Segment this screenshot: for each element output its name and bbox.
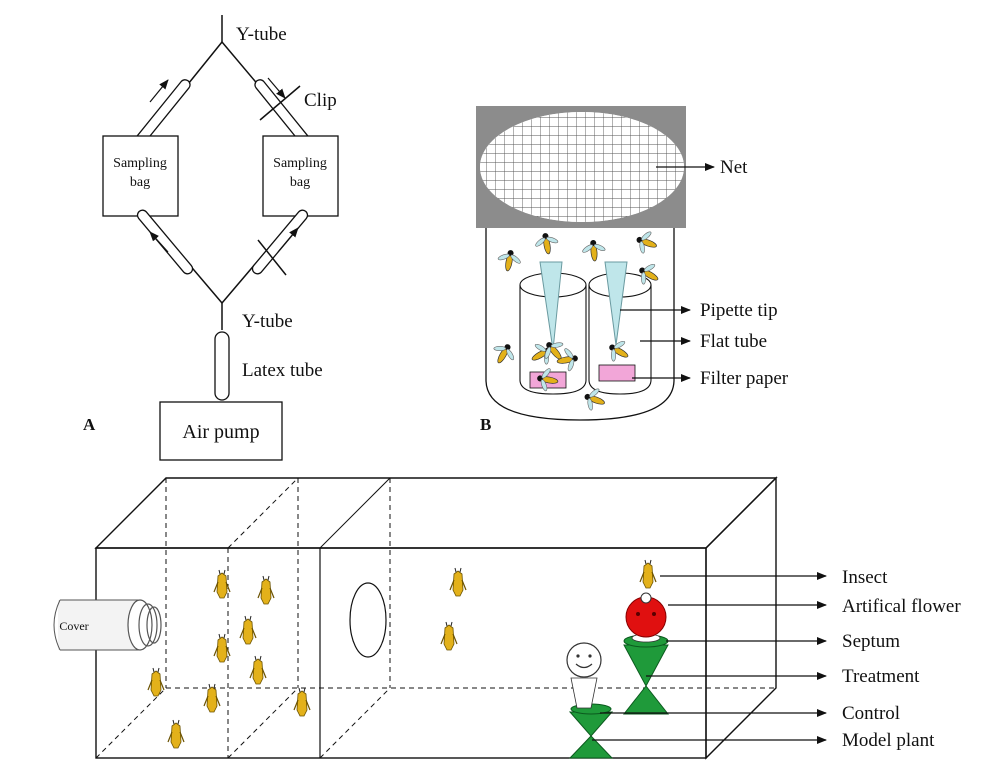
label-septum: Septum [842,631,900,652]
box-top [94,477,778,549]
label-bag-right-1: Sampling [273,156,327,171]
clip-icon [257,239,287,276]
insect-icon [449,567,467,597]
label-pipette-tip: Pipette tip [700,300,778,321]
box-front [95,547,707,759]
flow-arrow-icon [267,77,286,99]
label-air-pump: Air pump [182,421,259,443]
label-flat-tube: Flat tube [700,331,767,352]
label-bag-left-1: Sampling [113,156,167,171]
label-y-tube-bottom: Y-tube [242,311,293,332]
flat-tube-left [519,285,587,395]
clip-icon [259,85,301,121]
label-artificial-flower: Artifical flower [842,596,961,617]
label-filter-paper: Filter paper [700,368,789,389]
label-control: Control [842,703,900,724]
insect-icon [639,559,657,589]
flow-arrow-icon [149,231,169,253]
label-insect: Insect [842,567,888,588]
panel-label-b: B [480,415,491,434]
label-bag-right-2: bag [290,175,310,190]
control-flower [566,642,602,678]
insect-icon [239,615,257,645]
label-clip: Clip [304,90,337,111]
pipette-tip-left [539,261,563,351]
air-pump [159,401,283,461]
panel-a-airflow-setup: Y-tube Clip Sampling bag Sampling bag Y-… [83,15,339,461]
label-latex-tube: Latex tube [242,360,323,381]
insect-icon [257,575,275,605]
pipette-tip-right [604,261,628,346]
insect-icon [293,687,311,717]
label-model-plant: Model plant [842,730,935,751]
sampling-bag-right [262,135,339,217]
divider-opening [349,582,387,658]
panel-c-choice-box: Cover [53,476,961,760]
latex-tube [214,331,230,401]
label-net: Net [720,157,748,178]
panel-b-feeding-container: Net Pipette tip Flat tube Filter paper B [476,106,789,434]
label-treatment: Treatment [842,666,920,687]
insect-icon [167,719,185,749]
box-side [705,476,777,760]
filter-paper-right [598,364,636,382]
treatment-plant [622,592,670,715]
cover-cylinder [53,599,162,651]
tube-lower-left [136,209,194,275]
insect-icon [440,621,458,651]
net-mesh [480,112,684,222]
insect-icon [249,655,267,685]
control-plant [566,642,614,759]
flow-arrow-icon [277,227,299,253]
label-bag-left-2: bag [130,175,150,190]
label-cover: Cover [59,619,88,633]
flow-arrow-icon [149,79,169,103]
flat-tube-right [588,285,652,395]
panel-label-a: A [83,415,96,434]
label-y-tube-top: Y-tube [236,24,287,45]
